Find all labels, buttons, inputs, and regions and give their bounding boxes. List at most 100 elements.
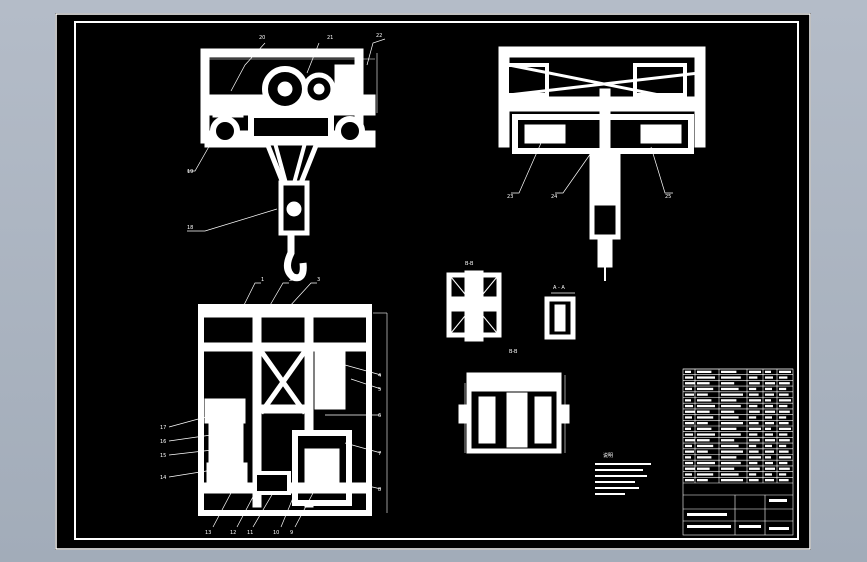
- parts-list-cell-text: [685, 393, 694, 396]
- parts-list-cell-text: [765, 387, 772, 391]
- parts-list-cell-text: [685, 439, 695, 442]
- parts-list-cell-text: [765, 422, 774, 425]
- parts-list-cell-text: [721, 416, 739, 419]
- section-aa: [544, 292, 576, 340]
- parts-list-cell-text: [779, 439, 790, 442]
- parts-list-cell-text: [749, 393, 759, 396]
- parts-list-cell-text: [749, 416, 757, 419]
- parts-list-cell-text: [721, 393, 743, 396]
- parts-list-cell-text: [765, 376, 773, 379]
- parts-list-cell-text: [697, 416, 714, 419]
- section-bb-upper: [446, 270, 502, 342]
- parts-list-cell-text: [779, 450, 789, 453]
- parts-list-cell-text: [697, 450, 708, 453]
- parts-list-cell-text: [765, 399, 771, 402]
- parts-list-cell-text: [697, 399, 712, 402]
- parts-list-cell-text: [721, 387, 739, 391]
- parts-list-cell-text: [685, 387, 692, 391]
- parts-list-cell-text: [721, 427, 737, 430]
- callout-13: 13: [205, 530, 211, 536]
- parts-list-cell-text: [685, 450, 694, 453]
- parts-list-cell-text: [779, 370, 791, 373]
- parts-list-cell-text: [697, 439, 710, 442]
- parts-list-cell-text: [779, 376, 788, 379]
- parts-list-cell-text: [779, 479, 789, 482]
- callout-24: 24: [551, 194, 557, 200]
- parts-list-cell-text: [765, 450, 774, 453]
- front-view: [200, 48, 378, 282]
- parts-list-cell-text: [685, 461, 693, 465]
- parts-list-cell-text: [749, 404, 758, 408]
- drawing-sheet: 20 21 22 19 18 23 24 25: [55, 13, 811, 550]
- callout-4: 4: [378, 373, 381, 379]
- callout-15: 15: [160, 453, 166, 459]
- parts-list-cell-text: [749, 399, 761, 402]
- plan-view-leaders: [168, 282, 382, 528]
- callout-16: 16: [160, 439, 166, 445]
- parts-list-cell-text: [779, 393, 789, 396]
- parts-list-cell-text: [765, 461, 773, 465]
- parts-list-cell-text: [721, 382, 735, 385]
- parts-list-cell-text: [765, 456, 771, 459]
- parts-list-cell-text: [765, 393, 774, 396]
- callout-25: 25: [665, 194, 671, 200]
- callout-8: 8: [378, 487, 381, 493]
- parts-list-cell-text: [721, 444, 739, 448]
- parts-list-cell-text: [685, 416, 692, 419]
- callout-12: 12: [230, 530, 236, 536]
- section-bb-upper-label: B-B: [465, 261, 474, 267]
- parts-list-cell-text: [779, 433, 788, 436]
- title-area-text: [769, 499, 787, 502]
- inner-border: [74, 21, 799, 540]
- parts-list-cell-text: [779, 461, 788, 465]
- parts-list-cell-text: [721, 370, 737, 373]
- parts-list-cell-text: [749, 456, 761, 459]
- parts-list-cell-text: [697, 393, 708, 396]
- parts-list-cell-text: [779, 422, 789, 425]
- technical-notes: 说明: [595, 452, 651, 495]
- callout-21: 21: [327, 35, 333, 41]
- parts-list-cell-text: [765, 370, 771, 373]
- callout-2: 2: [289, 277, 292, 283]
- parts-list-cell-text: [779, 416, 787, 419]
- parts-list-cell-text: [779, 456, 791, 459]
- parts-list-cell-text: [749, 422, 759, 425]
- parts-list-cell-text: [765, 467, 775, 470]
- parts-list-cell-text: [685, 433, 693, 436]
- callout-1: 1: [261, 277, 264, 283]
- parts-list-cell-text: [685, 382, 695, 385]
- parts-list-cell-text: [749, 376, 758, 379]
- parts-list-cell-text: [721, 422, 743, 425]
- parts-list-cell-text: [697, 479, 708, 482]
- parts-list-cell-text: [697, 433, 715, 436]
- callout-10: 10: [273, 530, 279, 536]
- parts-list-cell-text: [749, 439, 760, 442]
- section-bb-lower-label: B-B: [509, 349, 518, 355]
- parts-list-cell-text: [765, 404, 773, 408]
- parts-list-cell-text: [721, 461, 741, 465]
- parts-list-cell-text: [779, 467, 790, 470]
- callout-20: 20: [259, 35, 265, 41]
- callout-14: 14: [160, 475, 166, 481]
- callout-7: 7: [378, 451, 381, 457]
- parts-list-cell-text: [685, 399, 691, 402]
- parts-list-cell-text: [697, 382, 710, 385]
- parts-list-cell-text: [685, 422, 694, 425]
- parts-list-cell-text: [721, 399, 737, 402]
- parts-list-cell-text: [721, 467, 735, 470]
- parts-list-cell-text: [765, 427, 771, 430]
- parts-list-cell-text: [749, 382, 760, 385]
- parts-list-cell-text: [749, 473, 757, 476]
- parts-list-cell-text: [685, 404, 693, 408]
- parts-list-cell-text: [765, 433, 773, 436]
- parts-list-cell-text: [765, 439, 775, 442]
- parts-list-cell-text: [765, 444, 772, 448]
- title-area-text: [687, 525, 731, 528]
- title-area-text: [739, 525, 761, 528]
- callout-3: 3: [317, 277, 320, 283]
- parts-list-cell-text: [721, 404, 741, 408]
- parts-list-cell-text: [685, 444, 692, 448]
- parts-list-cell-text: [779, 404, 788, 408]
- parts-list-cell-text: [697, 404, 715, 408]
- parts-list-cell-text: [697, 444, 714, 448]
